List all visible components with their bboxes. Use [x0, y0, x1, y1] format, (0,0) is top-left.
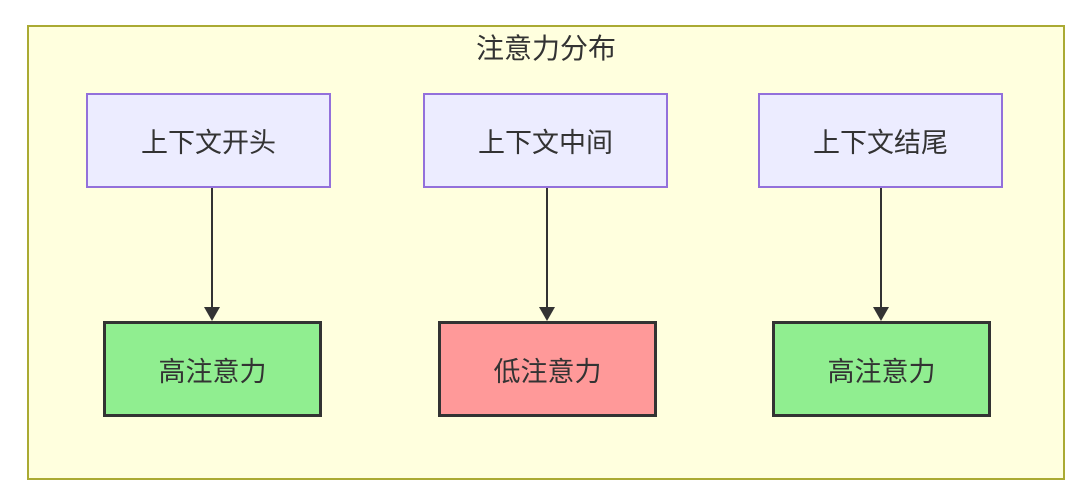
arrowhead-icon [539, 307, 555, 321]
arrow-line [880, 188, 882, 307]
node-low-attention: 低注意力 [438, 321, 657, 417]
arrow-start-to-high [204, 188, 220, 321]
node-context-end: 上下文结尾 [758, 93, 1003, 188]
node-context-middle: 上下文中间 [423, 93, 668, 188]
arrowhead-icon [204, 307, 220, 321]
arrow-middle-to-low [539, 188, 555, 321]
node-high-attention-1: 高注意力 [103, 321, 322, 417]
attention-distribution-subgraph: 注意力分布 上下文开头 高注意力 上下文中间 低注意力 上下文结尾 高注意力 [27, 25, 1065, 480]
arrow-line [546, 188, 548, 307]
node-high-attention-2: 高注意力 [772, 321, 991, 417]
arrowhead-icon [873, 307, 889, 321]
node-context-start: 上下文开头 [86, 93, 331, 188]
diagram-title: 注意力分布 [475, 33, 616, 64]
arrow-end-to-high [873, 188, 889, 321]
arrow-line [211, 188, 213, 307]
